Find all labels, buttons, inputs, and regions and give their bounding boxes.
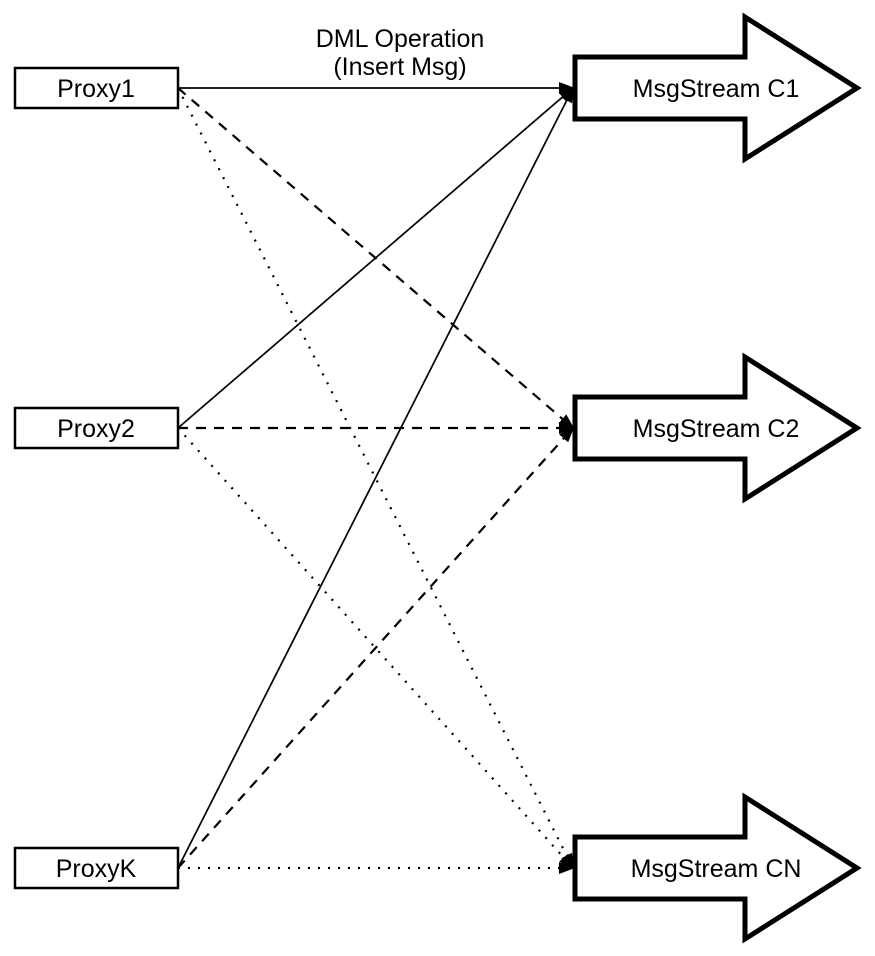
- stream-arrows: MsgStream C1 MsgStream C2 MsgStream CN: [572, 12, 862, 944]
- proxyk-label: ProxyK: [56, 855, 137, 883]
- c1-label: MsgStream C1: [633, 75, 800, 103]
- proxy2-label: Proxy2: [57, 415, 135, 443]
- connectors: [177, 82, 575, 874]
- title-annotation: DML Operation (Insert Msg): [316, 25, 485, 81]
- c2-label: MsgStream C2: [633, 415, 800, 443]
- c2-block-arrow-shape: [572, 352, 862, 504]
- stream-arrow-c1: MsgStream C1: [572, 12, 862, 164]
- proxy1-label: Proxy1: [57, 75, 135, 103]
- cn-label: MsgStream CN: [631, 855, 802, 883]
- cn-block-arrow-shape: [572, 792, 862, 944]
- c1-block-arrow-shape: [572, 12, 862, 164]
- title-line2: (Insert Msg): [333, 53, 466, 81]
- proxyk-box: [13, 846, 180, 890]
- proxy-node-proxyk: ProxyK: [13, 846, 180, 890]
- proxy1-box: [13, 66, 180, 110]
- stream-arrow-cn: MsgStream CN: [572, 792, 862, 944]
- connector-proxyk-c2-dashed: [177, 426, 575, 869]
- proxy-node-proxy1: Proxy1: [13, 66, 180, 110]
- proxy2-box: [13, 406, 180, 450]
- proxy-nodes: Proxy1 Proxy2 ProxyK: [13, 66, 180, 890]
- connector-proxyk-c1-solid: [177, 86, 574, 869]
- title-line1: DML Operation: [316, 25, 485, 53]
- connector-proxy1-c2-dashed: [177, 87, 575, 430]
- proxy-node-proxy2: Proxy2: [13, 406, 180, 450]
- stream-arrow-c2: MsgStream C2: [572, 352, 862, 504]
